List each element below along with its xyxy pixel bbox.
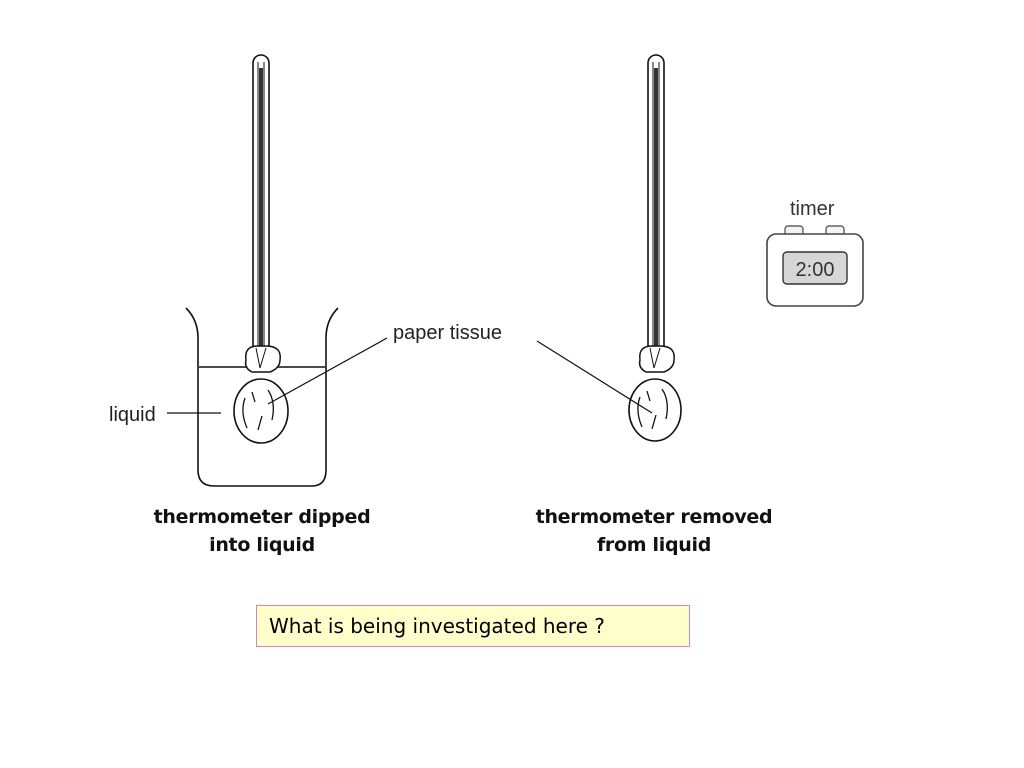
caption-right-line2: from liquid — [597, 534, 711, 556]
caption-left-line1: thermometer dipped — [154, 506, 371, 528]
timer: timer 2:00 — [766, 198, 864, 307]
beaker — [185, 307, 339, 487]
timer-label: timer — [790, 198, 835, 220]
caption-right-line1: thermometer removed — [536, 506, 773, 528]
question-box: What is being investigated here ? — [256, 605, 690, 647]
paper-tissue-label: paper tissue — [393, 322, 502, 344]
bulb-right — [628, 378, 682, 442]
timer-display: 2:00 — [796, 259, 835, 281]
liquid-label: liquid — [109, 404, 156, 426]
timer-screen — [782, 251, 848, 285]
thermometer-right — [628, 54, 682, 442]
caption-left-line2: into liquid — [209, 534, 315, 556]
thermometer-left — [233, 54, 289, 444]
paper-tissue-leader-left — [267, 337, 388, 405]
paper-tissue-leader-right — [536, 340, 653, 414]
question-text: What is being investigated here ? — [269, 614, 605, 638]
bulb-left — [233, 378, 289, 444]
